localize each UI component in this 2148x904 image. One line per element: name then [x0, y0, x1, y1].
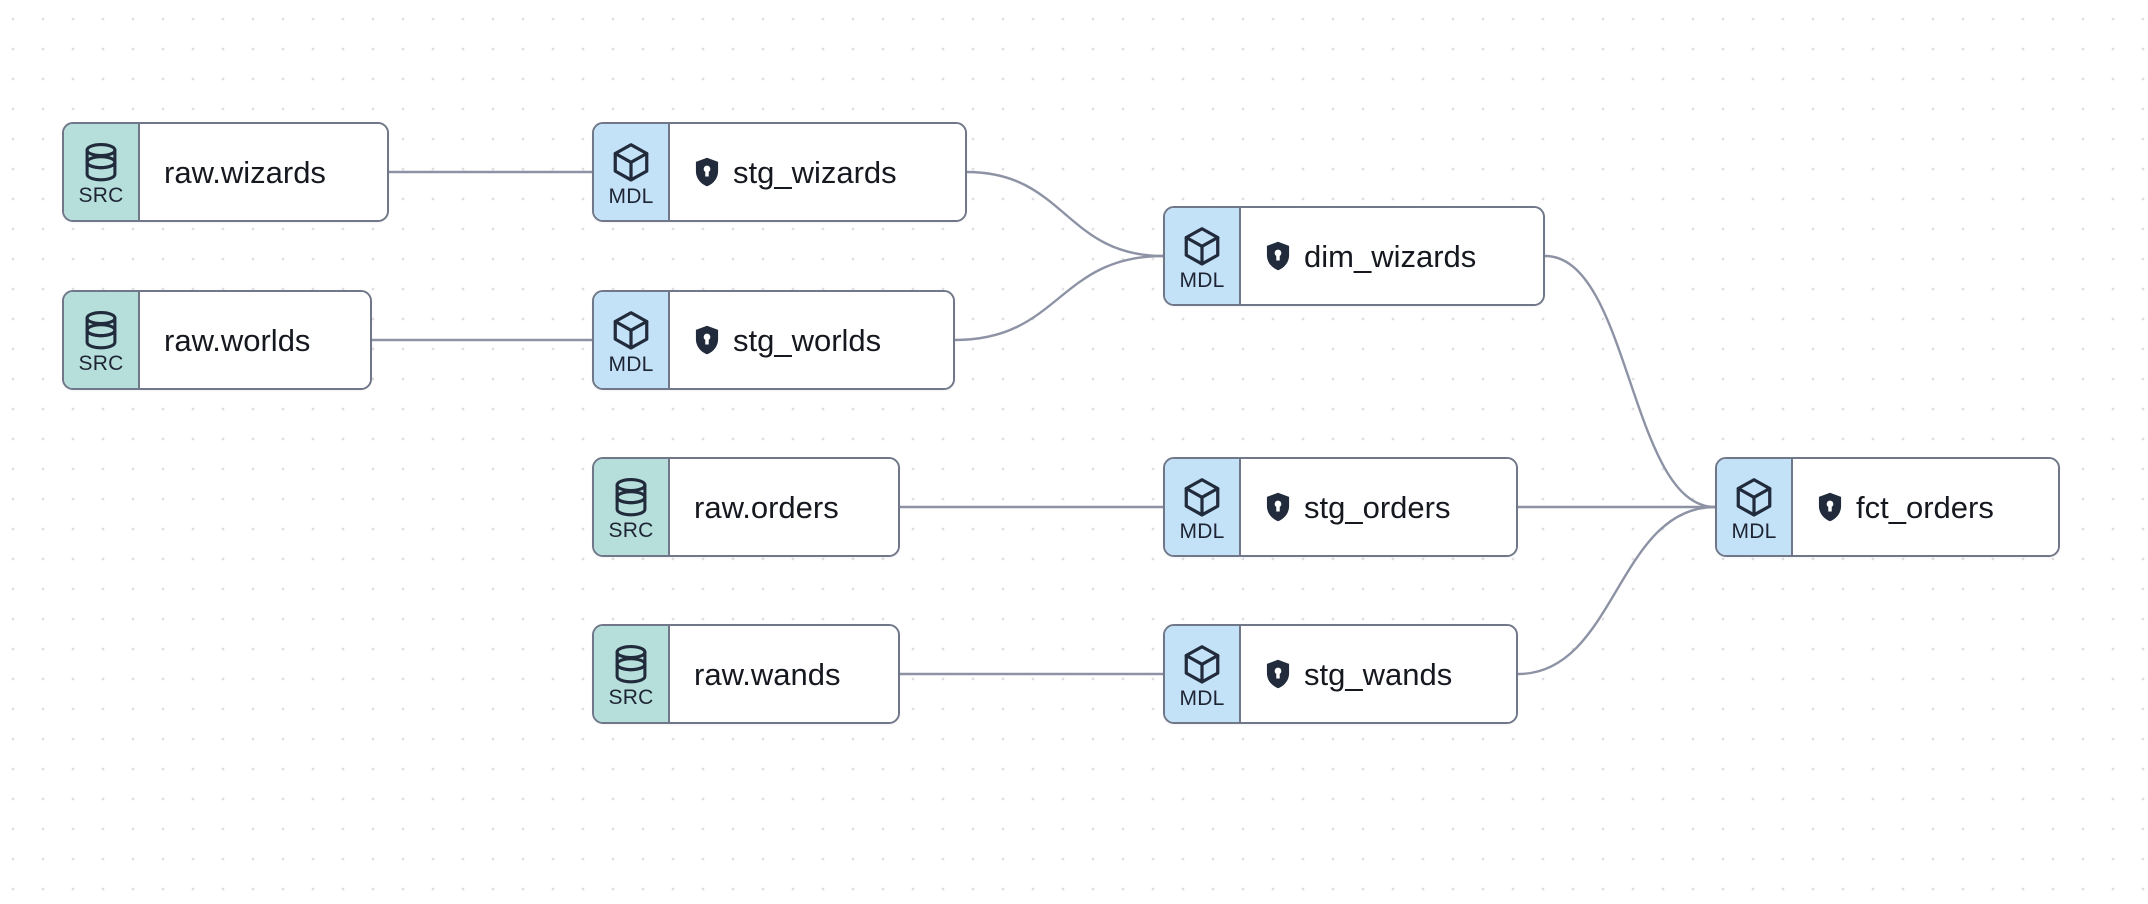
node-body[interactable]: stg_wands	[1241, 626, 1516, 722]
node-type-badge-mdl[interactable]: MDL	[1165, 626, 1241, 722]
node-label: raw.worlds	[164, 322, 311, 358]
cube-icon	[1184, 644, 1220, 684]
shield-lock-icon	[695, 325, 719, 355]
node-label: stg_orders	[1304, 489, 1451, 525]
node-body[interactable]: dim_wizards	[1241, 208, 1543, 304]
node-type-badge-mdl[interactable]: MDL	[1165, 459, 1241, 555]
node-label: stg_worlds	[733, 322, 882, 358]
node-label: dim_wizards	[1304, 238, 1477, 274]
cube-icon	[1184, 226, 1220, 266]
node-type-badge-mdl[interactable]: MDL	[1165, 208, 1241, 304]
node-label: stg_wizards	[733, 154, 897, 190]
node-type-label: MDL	[1179, 268, 1225, 292]
node-raw_orders[interactable]: SRC raw.orders	[592, 457, 900, 557]
cube-icon	[1736, 477, 1772, 517]
node-type-label: MDL	[608, 352, 654, 376]
node-type-badge-src[interactable]: SRC	[64, 124, 140, 220]
edge-stg_worlds-to-dim_wizards[interactable]	[953, 254, 1165, 342]
node-type-label: MDL	[1179, 686, 1225, 710]
cube-icon	[1184, 477, 1220, 517]
node-fct_orders[interactable]: MDL fct_orders	[1715, 457, 2060, 557]
shield-lock-icon	[1266, 492, 1290, 522]
database-icon	[615, 477, 647, 516]
node-type-badge-src[interactable]: SRC	[64, 292, 140, 388]
node-type-label: MDL	[1179, 519, 1225, 543]
node-raw_wands[interactable]: SRC raw.wands	[592, 624, 900, 724]
node-raw_worlds[interactable]: SRC raw.worlds	[62, 290, 372, 390]
database-icon	[85, 310, 117, 349]
node-stg_worlds[interactable]: MDL stg_worlds	[592, 290, 955, 390]
node-type-label: SRC	[78, 351, 124, 375]
edge-stg_wizards-to-dim_wizards[interactable]	[965, 170, 1165, 258]
node-body[interactable]: stg_wizards	[670, 124, 965, 220]
node-body[interactable]: raw.wizards	[140, 124, 387, 220]
node-type-badge-src[interactable]: SRC	[594, 626, 670, 722]
node-type-badge-mdl[interactable]: MDL	[1717, 459, 1793, 555]
node-body[interactable]: raw.worlds	[140, 292, 370, 388]
shield-lock-icon	[695, 157, 719, 187]
node-stg_wizards[interactable]: MDL stg_wizards	[592, 122, 967, 222]
node-label: stg_wands	[1304, 656, 1453, 692]
node-type-badge-mdl[interactable]: MDL	[594, 292, 670, 388]
node-label: raw.wizards	[164, 154, 326, 190]
shield-lock-icon	[1818, 492, 1842, 522]
edge-dim_wizards-to-fct_orders[interactable]	[1543, 254, 1717, 509]
cube-icon	[613, 142, 649, 182]
cube-icon	[613, 310, 649, 350]
node-body[interactable]: raw.wands	[670, 626, 898, 722]
node-label: raw.wands	[694, 656, 841, 692]
database-icon	[85, 142, 117, 181]
node-type-label: MDL	[608, 184, 654, 208]
node-stg_wands[interactable]: MDL stg_wands	[1163, 624, 1518, 724]
node-stg_orders[interactable]: MDL stg_orders	[1163, 457, 1518, 557]
node-type-label: SRC	[78, 183, 124, 207]
node-label: raw.orders	[694, 489, 839, 525]
node-body[interactable]: fct_orders	[1793, 459, 2058, 555]
shield-lock-icon	[1266, 659, 1290, 689]
node-raw_wizards[interactable]: SRC raw.wizards	[62, 122, 389, 222]
edge-stg_wands-to-fct_orders[interactable]	[1516, 505, 1717, 676]
shield-lock-icon	[1266, 241, 1290, 271]
node-body[interactable]: raw.orders	[670, 459, 898, 555]
database-icon	[615, 644, 647, 683]
node-body[interactable]: stg_orders	[1241, 459, 1516, 555]
node-label: fct_orders	[1856, 489, 1994, 525]
node-type-badge-src[interactable]: SRC	[594, 459, 670, 555]
node-type-label: MDL	[1731, 519, 1777, 543]
node-type-label: SRC	[608, 518, 654, 542]
node-type-label: SRC	[608, 685, 654, 709]
node-dim_wizards[interactable]: MDL dim_wizards	[1163, 206, 1545, 306]
node-type-badge-mdl[interactable]: MDL	[594, 124, 670, 220]
node-body[interactable]: stg_worlds	[670, 292, 953, 388]
